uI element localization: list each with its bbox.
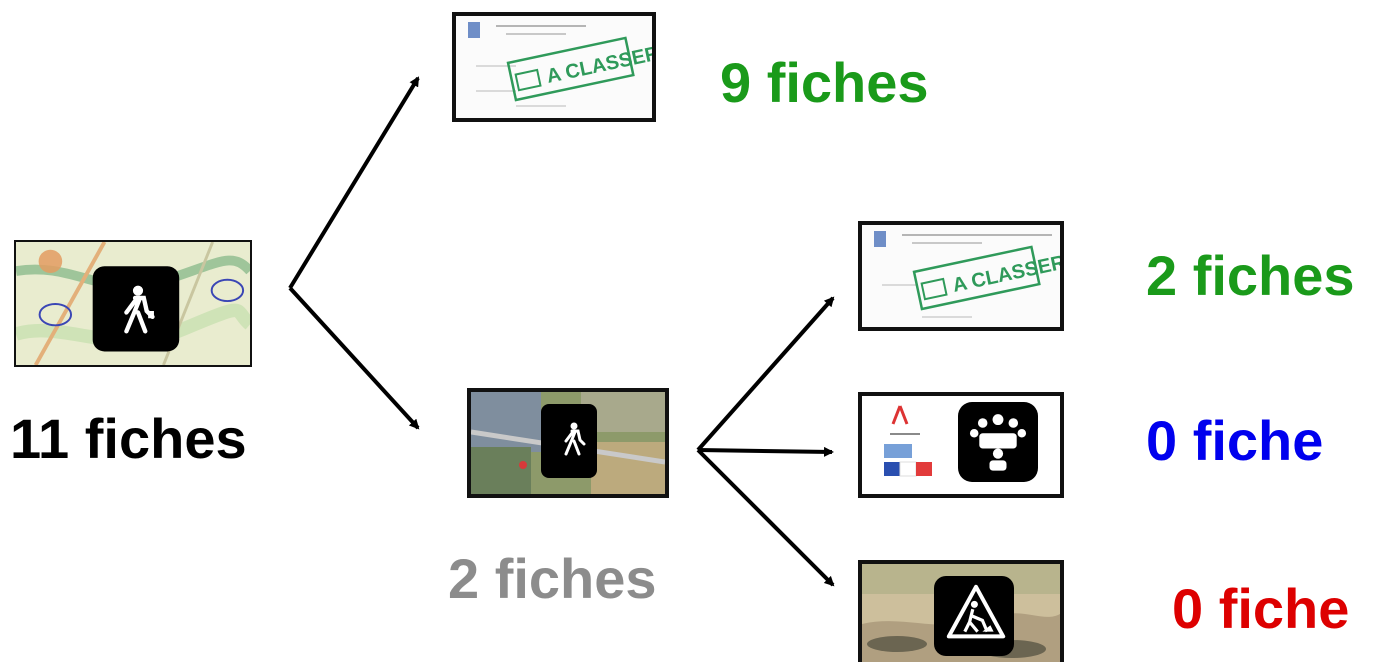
- classified-top-count-label: 9 fiches: [720, 51, 929, 114]
- meeting-count-label: 0 fiche: [1146, 409, 1324, 472]
- classified-document-thumbnail-top: A CLASSER: [452, 12, 656, 122]
- pedestrian-walking-icon: [564, 422, 586, 456]
- works-count-label: 0 fiche: [1172, 577, 1350, 640]
- arrow-field-to-works: [696, 448, 835, 587]
- meeting-group-icon: [969, 414, 1027, 471]
- meeting-thumbnail: [858, 392, 1064, 498]
- arrow-field-to-classified: [696, 296, 835, 452]
- pedestrian-walking-icon: [124, 285, 155, 334]
- root-map-thumbnail: [14, 240, 252, 367]
- road-works-sign-icon: [946, 584, 1006, 639]
- root-count-label: 11 fiches: [10, 407, 247, 470]
- arrow-field-to-meeting: [697, 446, 834, 457]
- field-visit-count-label: 2 fiches: [448, 547, 657, 610]
- arrow-root-to-classified: [288, 76, 420, 290]
- field-visit-aerial-thumbnail: [467, 388, 669, 498]
- classified-document-thumbnail-bottom: A CLASSER: [858, 221, 1064, 331]
- road-works-thumbnail: [858, 560, 1064, 662]
- arrow-root-to-field-visit: [288, 286, 420, 430]
- classified-bottom-count-label: 2 fiches: [1146, 244, 1355, 307]
